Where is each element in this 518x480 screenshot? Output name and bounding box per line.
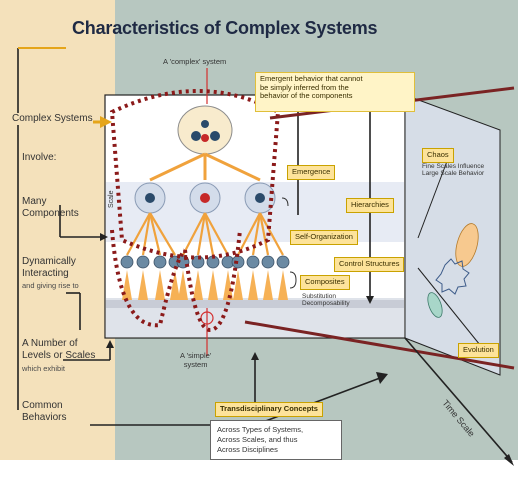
self-org-bracket [281, 197, 289, 207]
chaos-box: Chaos [422, 148, 454, 163]
teal-oval [427, 292, 443, 318]
complex-node-dot-2 [210, 131, 220, 141]
lower-nodes [120, 255, 290, 269]
left-panel-background [0, 0, 115, 460]
orange-oval [455, 223, 479, 267]
label-which-exhibit: which exhibit [22, 364, 65, 373]
self-organization-box: Self-Organization [290, 230, 358, 245]
dotted-outline-left [110, 229, 187, 328]
composites-box: Composites [300, 275, 350, 290]
fan-line-3 [204, 152, 261, 182]
time-scale-arrow [404, 337, 513, 463]
label-complex-systems: Complex Systems [12, 113, 93, 125]
composites-detail: Substitution Decomposability [302, 293, 350, 308]
control-structures-box: Control Structures [334, 257, 405, 272]
complex-node-dot-3 [201, 120, 209, 128]
mid-node-3-core [255, 193, 265, 203]
complex-node-dot-1 [191, 131, 201, 141]
callout-simple-system: A 'simple' system [180, 351, 212, 369]
fan-line-1 [149, 152, 206, 182]
mid-node-1-core [145, 193, 155, 203]
leader-line-bottom [244, 320, 515, 370]
label-involve: Involve: [22, 152, 57, 163]
scale-axis-label: Scale [108, 190, 115, 208]
emergence-box: Emergence [287, 165, 336, 180]
complex-node-red-dot [201, 134, 209, 142]
composites-bracket [289, 271, 297, 289]
evolution-box: Evolution [458, 343, 499, 358]
diagram-title: Characteristics of Complex Systems [72, 18, 378, 38]
label-common-behaviors: Common Behaviors [22, 400, 67, 423]
across-disciplines-box: Across Types of Systems, Across Scales, … [210, 420, 342, 461]
transdisciplinary-box: Transdisciplinary Concepts [215, 402, 323, 417]
label-and-giving-rise-to: and giving rise to [22, 281, 79, 290]
emergent-behavior-box: Emergent behavior that cannot be simply … [255, 72, 415, 112]
hierarchies-box: Hierarchies [346, 198, 394, 213]
callout-complex-system: A 'complex' system [163, 57, 227, 66]
label-levels-of-scales: A Number of Levels or Scales [22, 338, 96, 361]
chaos-arrow [417, 147, 453, 239]
label-many-components: Many Components [22, 196, 79, 219]
chaos-detail: Fine Scales Influence Large Scale Behavi… [422, 163, 485, 178]
dotted-outline-middle [183, 229, 242, 333]
evolution-arrow [417, 267, 481, 346]
mid-node-2-core [200, 193, 210, 203]
component-strip [106, 300, 404, 308]
label-dynamically-interacting: Dynamically Interacting [22, 256, 76, 279]
complex-node [177, 105, 233, 155]
lower-fans [126, 212, 284, 256]
star-blob [435, 258, 470, 295]
bottom-margin [0, 460, 518, 480]
dotted-outline-top [109, 89, 281, 260]
